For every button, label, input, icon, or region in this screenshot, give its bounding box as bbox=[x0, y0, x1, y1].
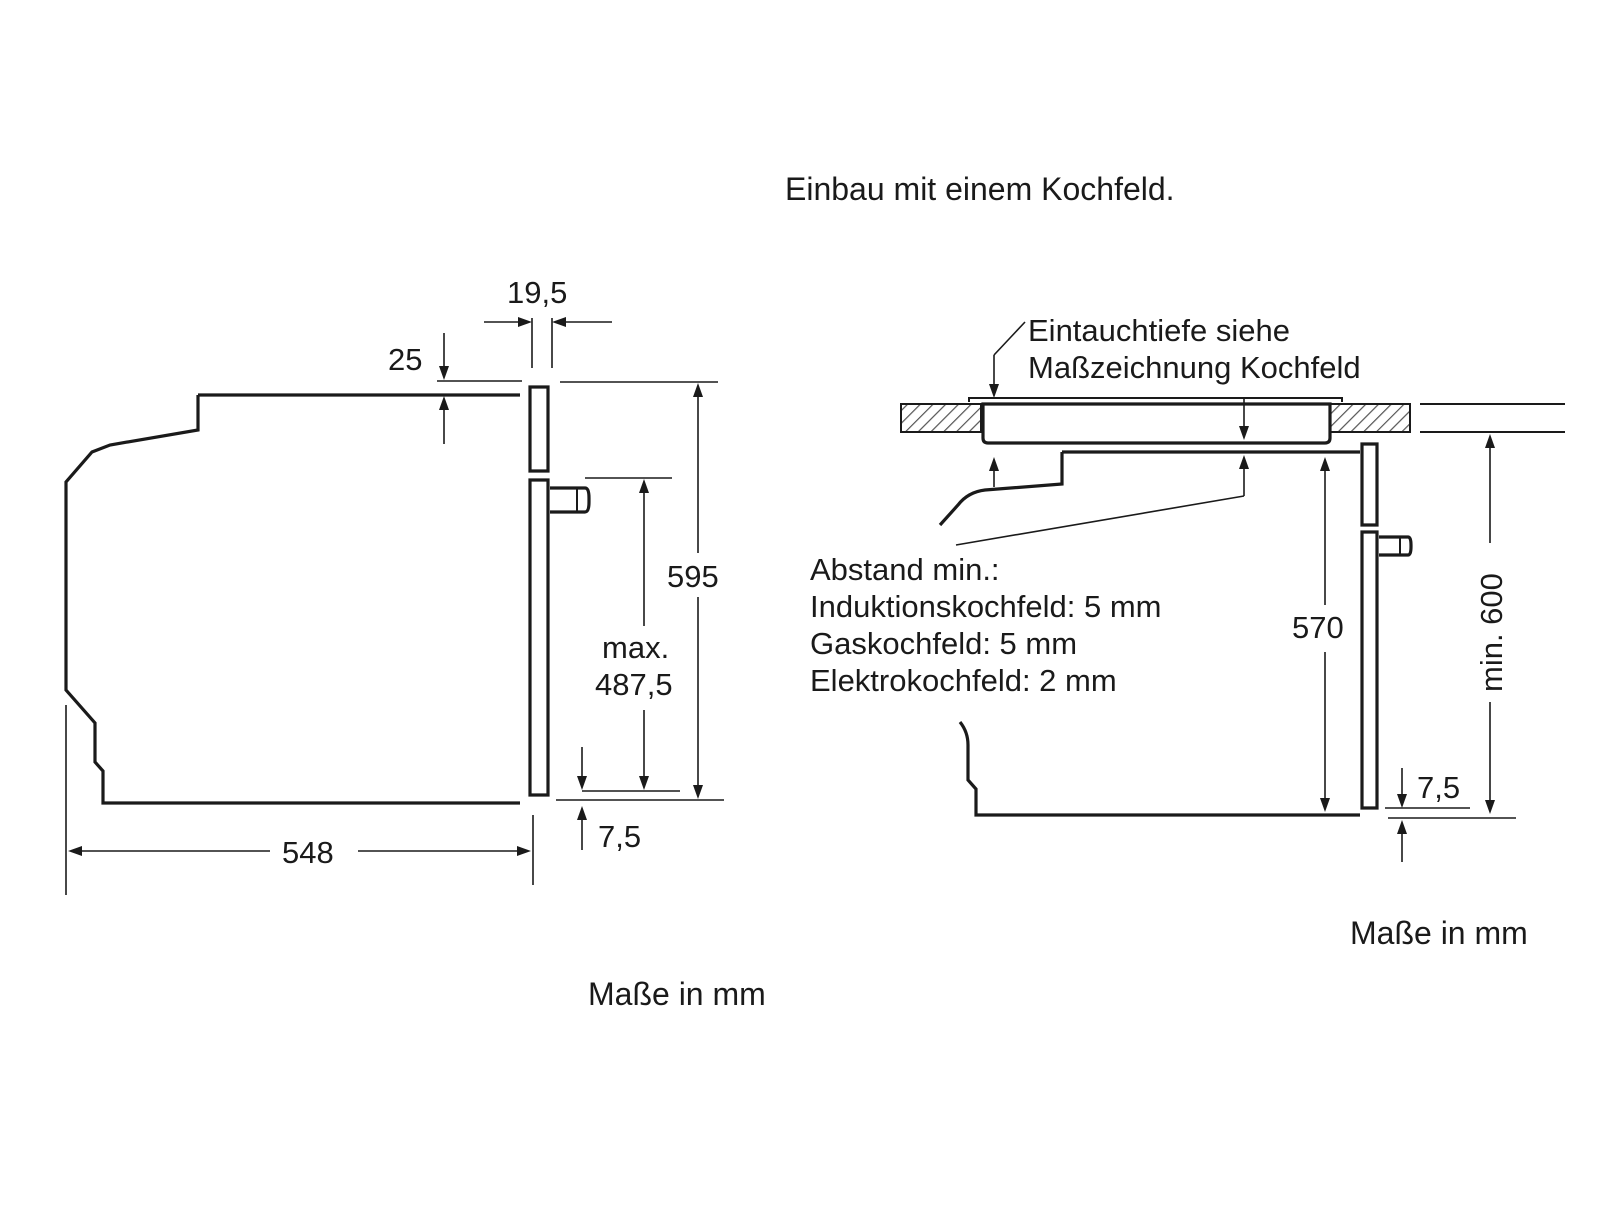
arrowhead bbox=[1239, 455, 1249, 469]
distance-leader bbox=[955, 495, 1245, 546]
arrowhead bbox=[1320, 457, 1330, 471]
dim-bottom-gap-right: 7,5 bbox=[1417, 770, 1460, 805]
door-panel-upper bbox=[528, 385, 550, 473]
arrowhead bbox=[693, 785, 703, 799]
note-leader bbox=[993, 321, 1026, 356]
dim-front-max-label: max. bbox=[602, 630, 669, 665]
arrowhead bbox=[693, 383, 703, 397]
control-knob-right bbox=[1379, 535, 1413, 557]
oven-body-outline-right bbox=[938, 450, 1360, 817]
dim-height: 595 bbox=[667, 559, 719, 594]
distance-gas: Gaskochfeld: 5 mm bbox=[810, 626, 1077, 661]
door-panel-upper-right bbox=[1360, 442, 1379, 527]
arrowhead bbox=[1397, 820, 1407, 834]
arrowhead bbox=[1239, 426, 1249, 440]
control-knob bbox=[550, 486, 591, 514]
dim-front-max-value: 487,5 bbox=[595, 667, 673, 702]
hob-body bbox=[981, 402, 1332, 445]
arrowhead bbox=[989, 384, 999, 398]
dim-niche: min. 600 bbox=[1474, 573, 1509, 692]
oven-body-outline bbox=[64, 393, 520, 805]
right-hob-view: Eintauchtiefe siehe Maßzeichnung Kochfel… bbox=[810, 313, 1565, 951]
arrowhead bbox=[639, 479, 649, 493]
left-side-view: 19,5 25 595 max. 487,5 bbox=[64, 275, 766, 1012]
dim-bottom-gap: 7,5 bbox=[598, 819, 641, 854]
arrowhead bbox=[1485, 800, 1495, 814]
door-panel-lower bbox=[528, 478, 550, 797]
arrowhead bbox=[518, 317, 532, 327]
arrowhead bbox=[68, 846, 82, 856]
arrowhead bbox=[517, 846, 531, 856]
arrowhead bbox=[577, 776, 587, 790]
units-caption-left: Maße in mm bbox=[588, 976, 766, 1012]
diagram-title: Einbau mit einem Kochfeld. bbox=[785, 171, 1175, 207]
arrowhead bbox=[989, 457, 999, 471]
dim-top-gap: 25 bbox=[388, 342, 422, 377]
hob-note-line1: Eintauchtiefe siehe bbox=[1028, 313, 1290, 348]
dim-front-panel: 19,5 bbox=[507, 275, 567, 310]
distance-induction: Induktionskochfeld: 5 mm bbox=[810, 589, 1162, 624]
units-caption-right: Maße in mm bbox=[1350, 915, 1528, 951]
label-bg bbox=[662, 553, 734, 597]
arrowhead bbox=[552, 317, 566, 327]
hob-note-line2: Maßzeichnung Kochfeld bbox=[1028, 350, 1361, 385]
hob-glass bbox=[968, 397, 1343, 402]
arrowhead bbox=[577, 806, 587, 820]
worktop-left bbox=[900, 403, 982, 433]
door-panel-lower-right bbox=[1360, 530, 1379, 810]
arrowhead bbox=[439, 396, 449, 410]
arrowhead bbox=[1397, 794, 1407, 808]
arrowhead bbox=[1485, 434, 1495, 448]
dim-width: 548 bbox=[282, 835, 334, 870]
arrowhead bbox=[439, 366, 449, 380]
worktop-right bbox=[1329, 403, 1411, 433]
arrowhead bbox=[639, 776, 649, 790]
arrowhead bbox=[1320, 798, 1330, 812]
distance-electric: Elektrokochfeld: 2 mm bbox=[810, 663, 1117, 698]
distance-title: Abstand min.: bbox=[810, 552, 1000, 587]
dim-height-right: 570 bbox=[1292, 610, 1344, 645]
